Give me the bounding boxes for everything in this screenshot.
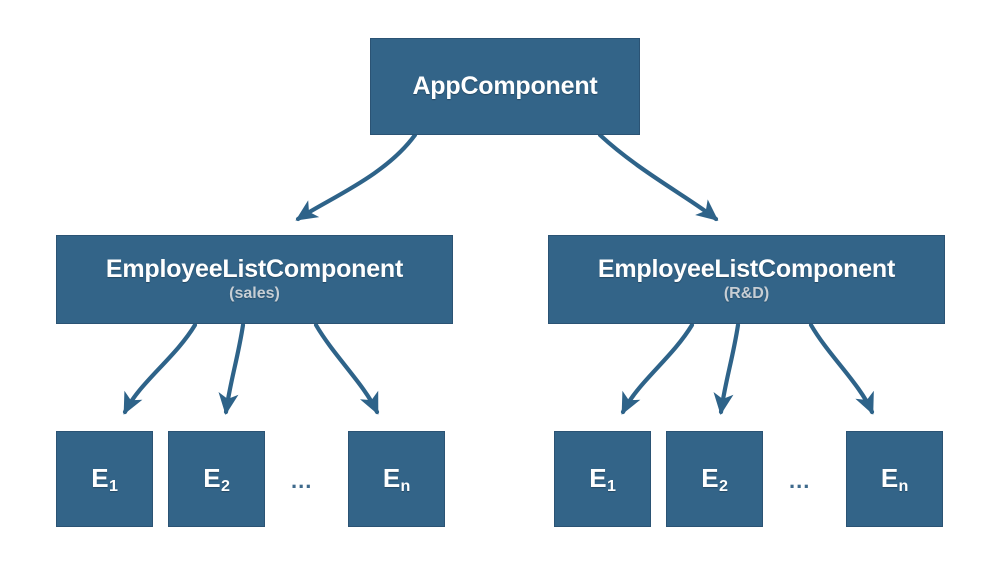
leaf-ellipsis-sales: ...: [291, 468, 313, 493]
edge-rnd-to-leaf-2: [713, 322, 741, 416]
node-employee-list-rnd-sublabel: (R&D): [723, 285, 770, 303]
leaf-base: E: [203, 463, 221, 494]
leaf-node-sales-e1-label: E1: [91, 463, 118, 495]
leaf-node-sales-e2-label: E2: [203, 463, 230, 495]
leaf-subscript: 2: [220, 476, 230, 495]
edge-sales-to-leaf-1: [122, 322, 198, 415]
leaf-base: E: [701, 463, 719, 494]
node-employee-list-sales-label: EmployeeListComponent: [105, 255, 404, 284]
leaf-subscript: 1: [606, 476, 616, 495]
leaf-subscript: n: [400, 476, 411, 495]
leaf-node-sales-e2[interactable]: E2: [168, 431, 265, 527]
leaf-node-rnd-en-label: En: [880, 463, 909, 495]
leaf-node-rnd-e2[interactable]: E2: [666, 431, 763, 527]
leaf-base: E: [589, 463, 607, 494]
leaf-node-sales-e1[interactable]: E1: [56, 431, 153, 527]
leaf-node-rnd-en[interactable]: En: [846, 431, 943, 527]
leaf-subscript: n: [898, 476, 909, 495]
edge-sales-to-leaf-n: [313, 322, 380, 415]
node-app-component-label: AppComponent: [412, 72, 598, 101]
edge-app-to-rnd: [597, 132, 719, 222]
node-app-component[interactable]: AppComponent: [370, 38, 640, 135]
leaf-subscript: 1: [108, 476, 118, 495]
edge-rnd-to-leaf-1: [620, 322, 695, 415]
leaf-node-sales-en-label: En: [382, 463, 411, 495]
leaf-node-rnd-e1[interactable]: E1: [554, 431, 651, 527]
leaf-base: E: [91, 463, 109, 494]
node-employee-list-sales[interactable]: EmployeeListComponent (sales): [56, 235, 453, 324]
leaf-node-rnd-e1-label: E1: [589, 463, 616, 495]
leaf-node-rnd-e2-label: E2: [701, 463, 728, 495]
leaf-base: E: [382, 463, 400, 494]
leaf-subscript: 2: [718, 476, 728, 495]
node-employee-list-rnd[interactable]: EmployeeListComponent (R&D): [548, 235, 945, 324]
leaf-ellipsis-rnd: ...: [789, 468, 811, 493]
node-employee-list-sales-sublabel: (sales): [229, 285, 280, 303]
edge-sales-to-leaf-2: [218, 322, 246, 416]
edge-rnd-to-leaf-n: [808, 322, 875, 415]
leaf-base: E: [880, 463, 898, 494]
leaf-node-sales-en[interactable]: En: [348, 431, 445, 527]
edge-app-to-sales: [295, 132, 418, 222]
node-employee-list-rnd-label: EmployeeListComponent: [597, 255, 896, 284]
